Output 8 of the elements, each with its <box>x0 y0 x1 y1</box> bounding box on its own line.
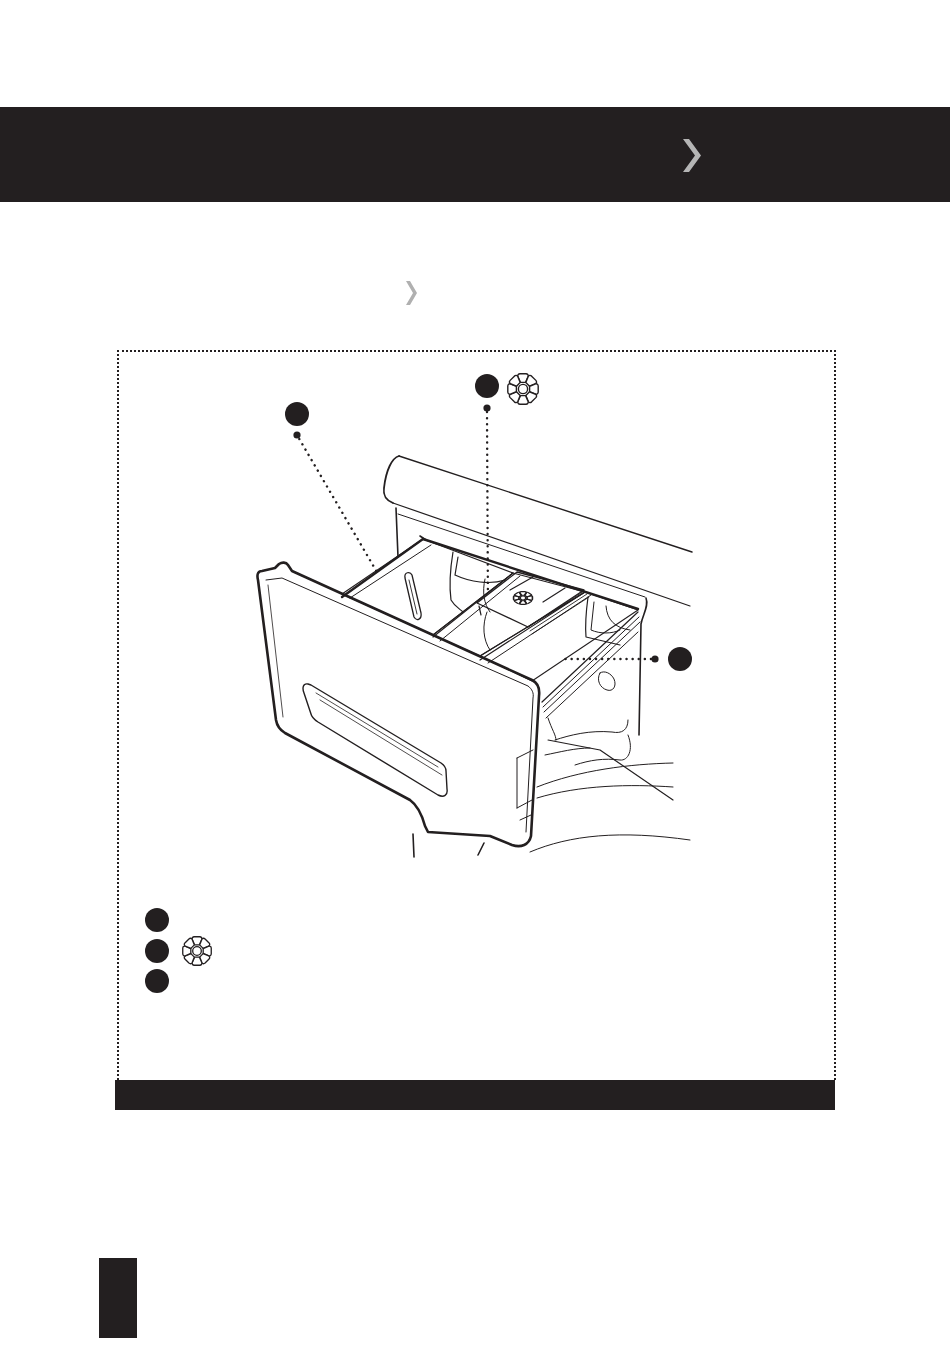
leader-line <box>563 657 653 661</box>
leader-line <box>298 437 378 572</box>
detergent-compartment <box>433 573 585 656</box>
callout-marker <box>475 374 499 412</box>
detergent-compartment <box>480 592 638 681</box>
detergent-compartment <box>342 539 513 635</box>
callout-marker <box>285 402 309 439</box>
callout-marker <box>651 647 692 671</box>
